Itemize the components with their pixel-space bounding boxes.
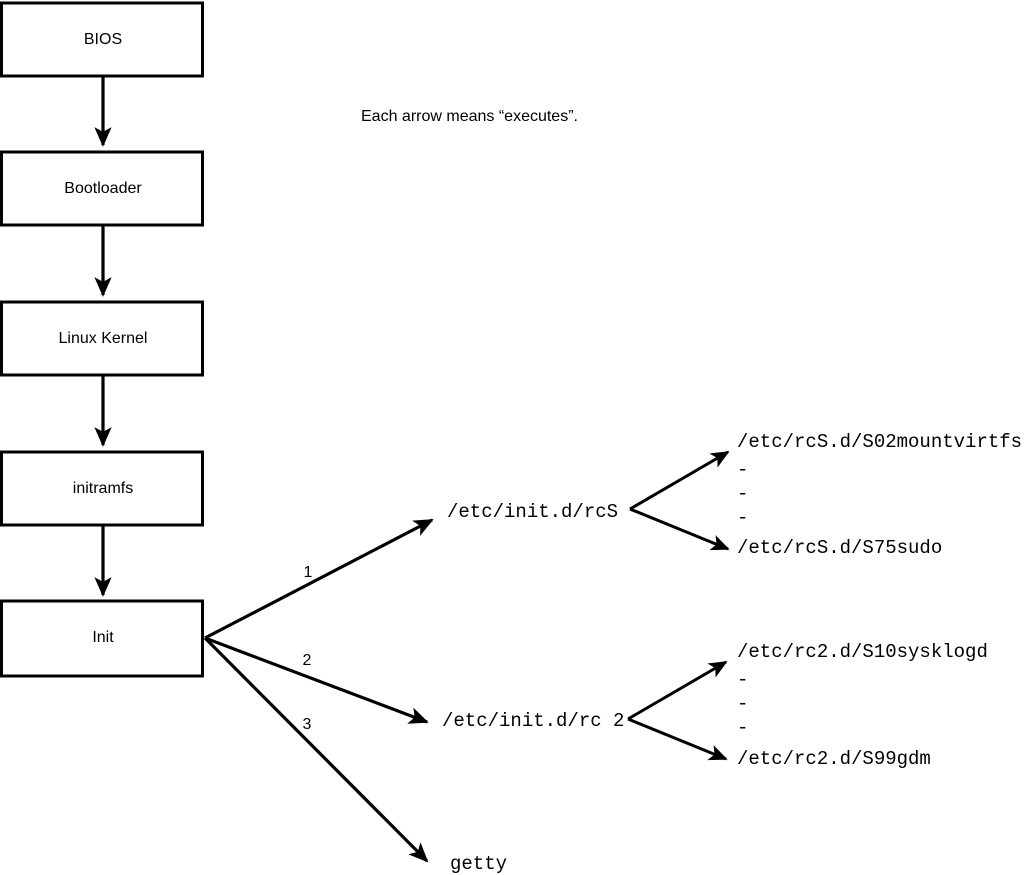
rc2-ellipsis-dash-2: - bbox=[737, 693, 748, 715]
arrow-rc2-to-last-script bbox=[627, 717, 728, 761]
rcs-ellipsis-dash-1: - bbox=[737, 459, 748, 481]
label-rcs-script-first: /etc/rcS.d/S02mountvirtfs bbox=[737, 431, 1022, 453]
label-rcs-script-last: /etc/rcS.d/S75sudo bbox=[737, 537, 942, 559]
arrow-rcs-to-last-script bbox=[629, 507, 730, 551]
rcs-ellipsis-dash-3: - bbox=[737, 507, 748, 529]
arrow-init-to-getty bbox=[203, 636, 429, 863]
node-bootloader-rect bbox=[0, 150, 204, 227]
edge-number-1: 1 bbox=[304, 564, 313, 581]
node-init-label: Init bbox=[92, 629, 114, 646]
arrow-init-to-rcs bbox=[204, 518, 434, 640]
rc2-ellipsis-dash-3: - bbox=[737, 717, 748, 739]
node-initramfs[interactable]: initramfs bbox=[0, 450, 204, 527]
label-rc2-script-last: /etc/rc2.d/S99gdm bbox=[737, 748, 931, 770]
node-linux-kernel-rect bbox=[0, 300, 204, 377]
node-initramfs-label: initramfs bbox=[73, 480, 133, 497]
node-init-rect bbox=[0, 599, 204, 678]
node-linux-kernel[interactable]: Linux Kernel bbox=[0, 300, 204, 377]
label-init-d-rcs: /etc/init.d/rcS bbox=[447, 501, 618, 523]
node-bios[interactable]: BIOS bbox=[0, 1, 204, 78]
label-getty: getty bbox=[450, 853, 507, 875]
arrow-rcs-to-first-script bbox=[629, 450, 730, 511]
edge-number-3: 3 bbox=[303, 716, 312, 733]
arrow-rc2-to-first-script bbox=[627, 660, 728, 721]
rc2-ellipsis-dash-1: - bbox=[737, 669, 748, 691]
node-bootloader[interactable]: Bootloader bbox=[0, 150, 204, 227]
node-linux-kernel-label: Linux Kernel bbox=[59, 330, 148, 347]
label-rc2-script-first: /etc/rc2.d/S10sysklogd bbox=[737, 641, 988, 663]
label-init-d-rc2: /etc/init.d/rc 2 bbox=[442, 710, 624, 732]
arrow-init-to-rc2 bbox=[204, 636, 429, 724]
diagram-caption: Each arrow means “executes”. bbox=[361, 108, 578, 125]
node-bios-label: BIOS bbox=[84, 31, 122, 48]
node-init[interactable]: Init bbox=[0, 599, 204, 678]
node-bios-rect bbox=[0, 1, 204, 78]
node-bootloader-label: Bootloader bbox=[64, 180, 142, 197]
rcs-ellipsis-dash-2: - bbox=[737, 483, 748, 505]
edge-number-2: 2 bbox=[303, 652, 312, 669]
